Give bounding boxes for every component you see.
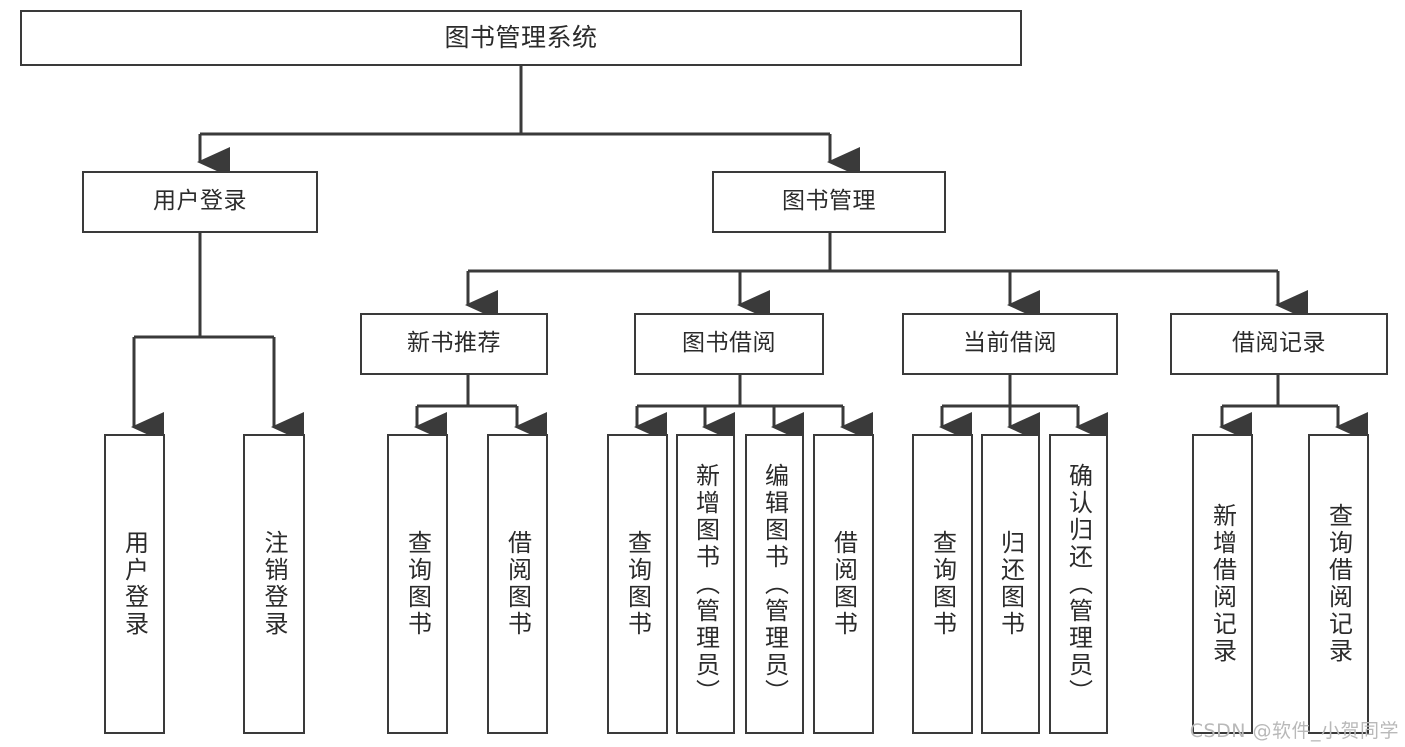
node-book-borrow[interactable]: 图书借阅 <box>634 313 824 375</box>
node-leaf-confirm-return[interactable]: 确认归还（管理员） <box>1049 434 1108 734</box>
node-current-borrow[interactable]: 当前借阅 <box>902 313 1118 375</box>
node-leaf-query-book-3[interactable]: 查询图书 <box>912 434 973 734</box>
node-leaf-query-book-2[interactable]: 查询图书 <box>607 434 668 734</box>
node-leaf-add-book[interactable]: 新增图书（管理员） <box>676 434 735 734</box>
node-label: 图书管理 <box>782 188 876 215</box>
node-label: 新增借阅记录 <box>1208 503 1237 665</box>
node-borrow-record[interactable]: 借阅记录 <box>1170 313 1388 375</box>
node-label: 借阅记录 <box>1232 330 1326 357</box>
node-label: 图书借阅 <box>682 330 776 357</box>
node-label: 借阅图书 <box>829 530 858 638</box>
node-label: 注销登录 <box>260 530 288 638</box>
node-label: 当前借阅 <box>963 330 1057 357</box>
node-leaf-logout[interactable]: 注销登录 <box>243 434 305 734</box>
node-label: 用户登录 <box>120 530 149 638</box>
node-label: 查询图书 <box>403 530 432 638</box>
node-label: 查询图书 <box>928 530 957 638</box>
node-new-book-recommend[interactable]: 新书推荐 <box>360 313 548 375</box>
node-leaf-query-record[interactable]: 查询借阅记录 <box>1308 434 1369 734</box>
node-label: 确认归还（管理员） <box>1064 462 1093 706</box>
node-label: 新书推荐 <box>407 330 501 357</box>
node-leaf-query-book-1[interactable]: 查询图书 <box>387 434 448 734</box>
node-root-book-management-system[interactable]: 图书管理系统 <box>20 10 1022 66</box>
node-label: 编辑图书（管理员） <box>760 462 789 706</box>
node-leaf-borrow-book-2[interactable]: 借阅图书 <box>813 434 874 734</box>
node-label: 查询借阅记录 <box>1324 503 1353 665</box>
node-leaf-user-login[interactable]: 用户登录 <box>104 434 165 734</box>
node-label: 用户登录 <box>153 188 247 215</box>
node-leaf-return-book[interactable]: 归还图书 <box>981 434 1040 734</box>
node-label: 归还图书 <box>996 530 1025 638</box>
node-label: 新增图书（管理员） <box>691 462 720 706</box>
node-leaf-edit-book[interactable]: 编辑图书（管理员） <box>745 434 804 734</box>
node-leaf-add-record[interactable]: 新增借阅记录 <box>1192 434 1253 734</box>
node-book-manage[interactable]: 图书管理 <box>712 171 946 233</box>
node-leaf-borrow-book-1[interactable]: 借阅图书 <box>487 434 548 734</box>
node-label: 图书管理系统 <box>444 23 598 53</box>
node-user-login[interactable]: 用户登录 <box>82 171 318 233</box>
node-label: 借阅图书 <box>503 530 532 638</box>
node-label: 查询图书 <box>623 530 652 638</box>
